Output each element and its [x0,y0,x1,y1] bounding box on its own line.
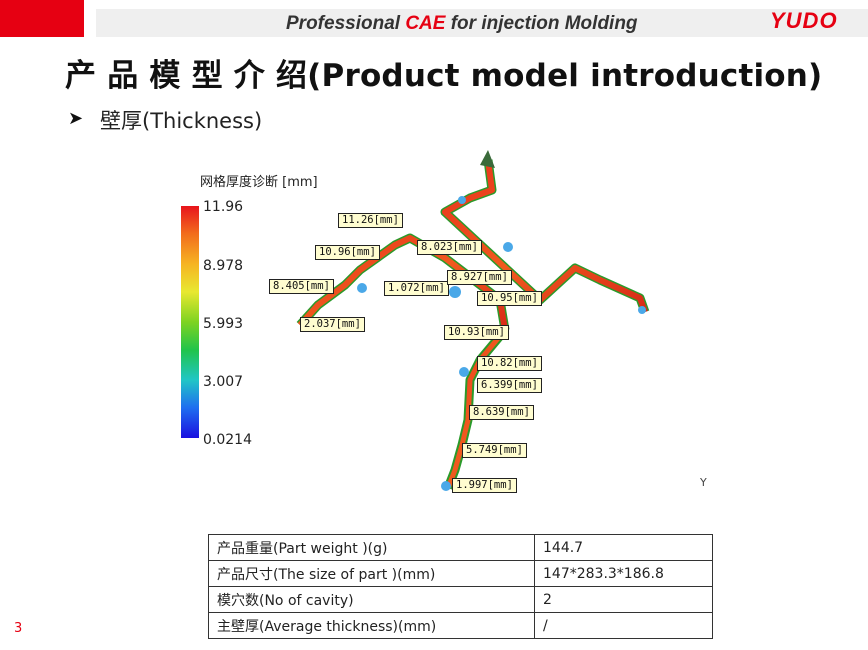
table-row: 产品重量(Part weight )(g) 144.7 [208,534,713,561]
table-cell-value: 144.7 [534,534,713,561]
thickness-callout: 2.037[mm] [300,317,365,332]
table-cell-label: 主壁厚(Average thickness)(mm) [208,612,535,639]
thickness-callout: 1.997[mm] [452,478,517,493]
table-cell-value: 147*283.3*186.8 [534,560,713,587]
legend-color-scale [181,206,199,438]
header-title-accent: CAE [405,13,446,34]
thickness-callout: 11.26[mm] [338,213,403,228]
legend-tick-max: 11.96 [203,199,244,215]
header-red-block [0,0,84,37]
thickness-callout: 8.927[mm] [447,270,512,285]
legend-tick-2: 8.978 [203,258,244,274]
table-row: 主壁厚(Average thickness)(mm) / [208,612,713,639]
header-band [96,9,868,37]
thickness-callout: 10.93[mm] [444,325,509,340]
legend-tick-3: 5.993 [203,316,244,332]
thickness-callout: 10.95[mm] [477,291,542,306]
thickness-callout: 6.399[mm] [477,378,542,393]
legend-title: 网格厚度诊断 [mm] [200,175,318,190]
table-cell-label: 产品重量(Part weight )(g) [208,534,535,561]
table-row: 模穴数(No of cavity) 2 [208,586,713,613]
thickness-callout: 1.072[mm] [384,281,449,296]
legend-tick-min: 0.0214 [203,432,252,448]
header-title-suffix: for injection Molding [445,13,638,34]
table-row: 产品尺寸(The size of part )(mm) 147*283.3*18… [208,560,713,587]
thickness-callout: 8.405[mm] [269,279,334,294]
axis-triad-icon: Y [700,476,707,489]
slide-title: 产 品 模 型 介 绍(Product model introduction) [65,58,823,94]
arrow-bullet-icon: ➤ [68,108,84,129]
thickness-callout: 5.749[mm] [462,443,527,458]
table-cell-label: 模穴数(No of cavity) [208,586,535,613]
thickness-callout: 8.639[mm] [469,405,534,420]
page-number: 3 [14,621,23,636]
company-logo: YUDO [770,8,838,33]
axis-label: Y [700,476,707,489]
bullet-thickness: 壁厚(Thickness) [100,109,263,133]
thickness-callout: 10.96[mm] [315,245,380,260]
thickness-callout: 10.82[mm] [477,356,542,371]
table-cell-label: 产品尺寸(The size of part )(mm) [208,560,535,587]
header-title: Professional CAE for injection Molding [286,13,638,35]
thickness-callout: 8.023[mm] [417,240,482,255]
table-cell-value: / [534,612,713,639]
table-cell-value: 2 [534,586,713,613]
part-spec-table: 产品重量(Part weight )(g) 144.7 产品尺寸(The siz… [208,534,713,639]
header-title-prefix: Professional [286,13,406,34]
legend-tick-4: 3.007 [203,374,244,390]
